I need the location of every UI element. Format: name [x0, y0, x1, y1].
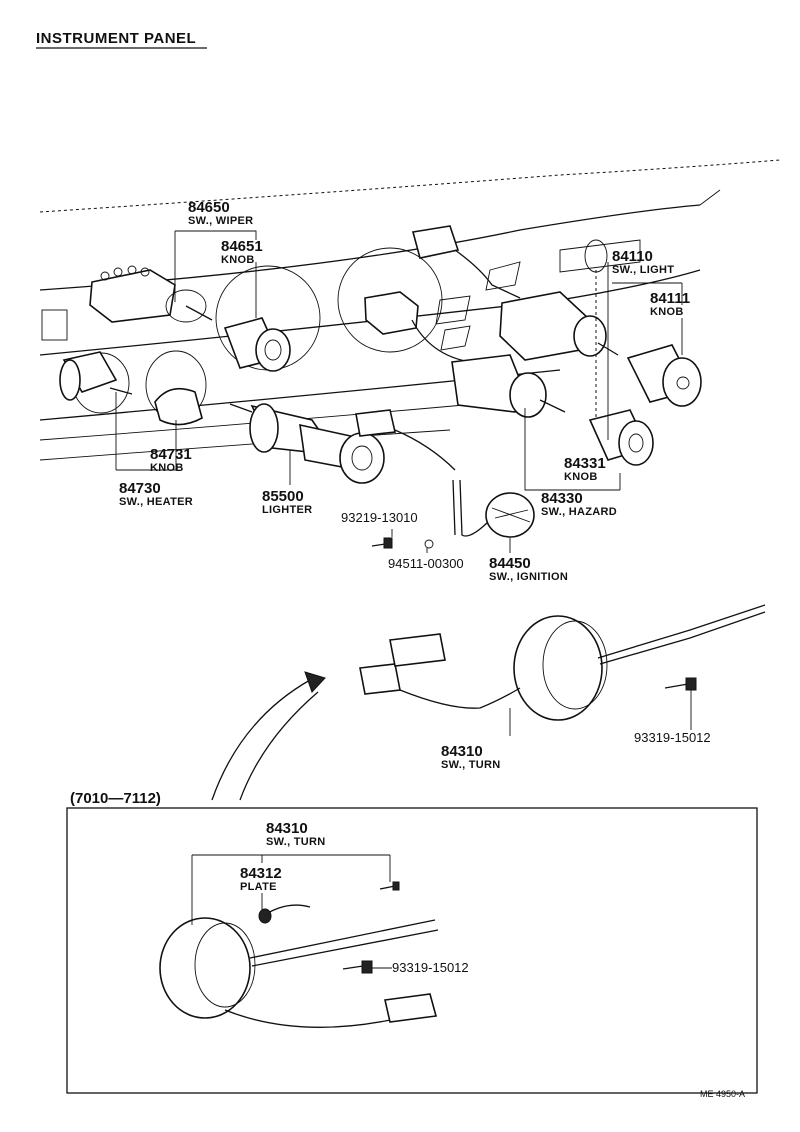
part-84650-name: SW., WIPER	[188, 215, 253, 227]
part-84331-name: KNOB	[564, 471, 598, 483]
part-84651-name: KNOB	[221, 254, 255, 266]
inset-range: (7010—7112)	[70, 790, 161, 807]
part-84730-name: SW., HEATER	[119, 496, 193, 508]
reference-code: ME 4950-A	[700, 1089, 745, 1099]
part-84111-name: KNOB	[650, 306, 684, 318]
turn-switch-icon	[359, 604, 766, 721]
part-84730-number: 84730	[119, 480, 161, 497]
part-84330-number: 84330	[541, 490, 583, 507]
leader-lines	[115, 230, 692, 969]
curved-arrow	[211, 679, 311, 801]
part-84110-number: 84110	[612, 248, 653, 265]
code-94511-00300: 94511-00300	[388, 556, 464, 571]
code-93219-13010: 93219-13010	[341, 510, 418, 525]
inset-turn-switch-icon	[159, 917, 439, 1028]
inset-screw-icon	[379, 881, 400, 891]
part-84310-number: 84310	[441, 743, 483, 760]
part-84651-number: 84651	[221, 238, 263, 255]
turn-switch-bolt-icon	[664, 677, 697, 691]
hazard-knob-icon	[588, 409, 654, 466]
inset-part-84312-name: PLATE	[240, 881, 277, 893]
washer-icon	[424, 539, 434, 549]
part-84331-number: 84331	[564, 455, 606, 472]
code-93319-15012: 93319-15012	[634, 730, 711, 745]
part-84731-name: KNOB	[150, 462, 184, 474]
wiper-switch-icon	[89, 265, 213, 323]
inset-part-84310-number: 84310	[266, 820, 308, 837]
ignition-switch-icon	[485, 492, 535, 538]
part-84731-number: 84731	[150, 446, 192, 463]
inset-bolt-icon	[342, 960, 373, 974]
part-84650-number: 84650	[188, 199, 230, 216]
inset-plate-icon	[258, 904, 311, 924]
part-84111-number: 84111	[650, 290, 690, 307]
part-84310-name: SW., TURN	[441, 759, 501, 771]
inset-box	[66, 807, 758, 1094]
inset-part-84312-number: 84312	[240, 865, 282, 882]
wiper-knob-icon	[215, 265, 321, 372]
part-85500-number: 85500	[262, 488, 304, 505]
part-85500-name: LIGHTER	[262, 504, 312, 516]
heater-switch-icon	[59, 351, 133, 414]
inset-part-84310-name: SW., TURN	[266, 836, 326, 848]
hazard-switch-icon	[451, 354, 566, 418]
part-84450-number: 84450	[489, 555, 531, 572]
ignition-harness-icon	[337, 247, 491, 537]
diagram-title: INSTRUMENT PANEL	[36, 30, 196, 47]
light-knob-icon	[626, 344, 702, 407]
part-84110-name: SW., LIGHT	[612, 264, 674, 276]
part-84330-name: SW., HAZARD	[541, 506, 617, 518]
screw-icon	[371, 537, 393, 549]
light-switch-icon	[499, 239, 619, 361]
heater-knob-icon	[145, 350, 207, 426]
lighter-icon	[229, 403, 385, 484]
part-84450-name: SW., IGNITION	[489, 571, 568, 583]
light-switch-connector-icon	[411, 225, 521, 299]
inset-code-93319-15012: 93319-15012	[392, 960, 469, 975]
